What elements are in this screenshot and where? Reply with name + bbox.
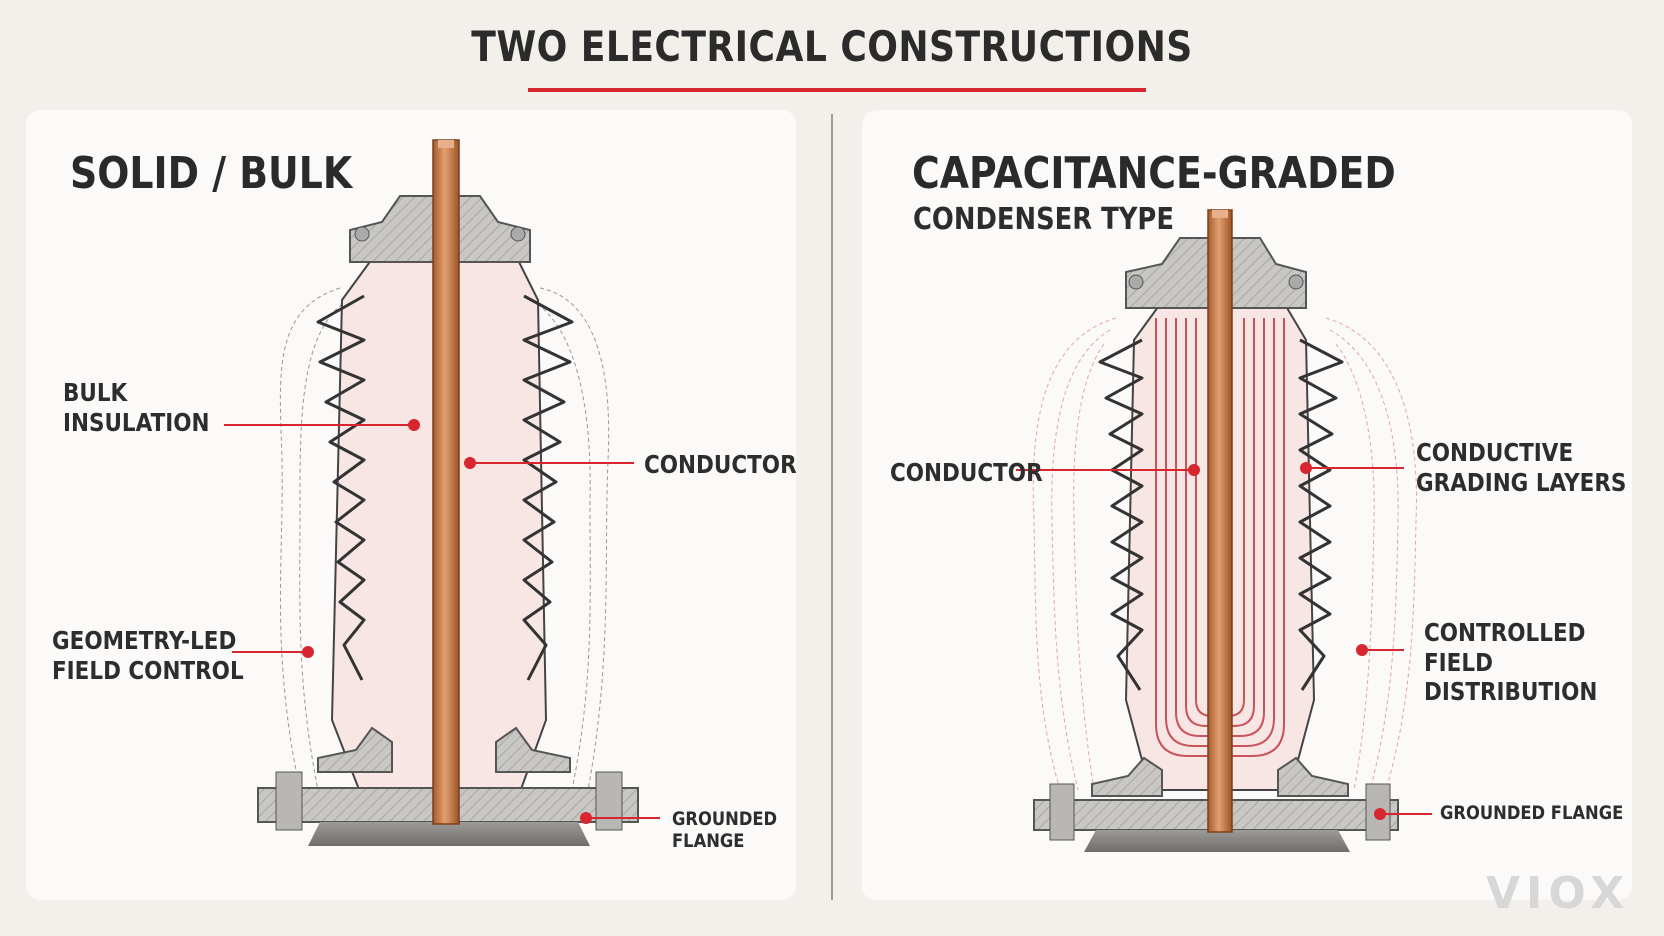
right-sheds <box>1098 338 1344 691</box>
field-lines-left <box>279 287 610 791</box>
right-leader-dots <box>1188 462 1386 820</box>
conductor-label-left: CONDUCTOR <box>644 450 797 479</box>
condenser-type-subheading: CONDENSER TYPE <box>913 202 1174 237</box>
conductor-label-right: CONDUCTOR <box>890 458 1043 487</box>
condenser-bushing <box>1016 209 1432 852</box>
grounded-flange-label-left: GROUNDED FLANGE <box>672 808 778 853</box>
left-sheds <box>316 294 574 681</box>
panel-divider <box>831 114 833 900</box>
bulk-insulation-label: BULK INSULATION <box>63 378 210 437</box>
geometry-field-control-label: GEOMETRY-LED FIELD CONTROL <box>52 626 244 685</box>
grounded-flange-label-right: GROUNDED FLANGE <box>1440 802 1624 824</box>
solid-bulk-bushing <box>224 139 660 846</box>
conductor-left <box>432 139 460 825</box>
field-distribution-label: CONTROLLED FIELD DISTRIBUTION <box>1424 618 1598 706</box>
left-leaders <box>224 424 660 819</box>
capacitance-graded-heading: CAPACITANCE-GRADED <box>912 148 1396 199</box>
solid-bulk-heading: SOLID / BULK <box>70 148 353 199</box>
right-leaders <box>1016 467 1432 815</box>
field-lines-right <box>1032 317 1417 791</box>
title-underline <box>528 88 1146 92</box>
conductor-right <box>1207 209 1233 833</box>
grading-layers-label: CONDUCTIVE GRADING LAYERS <box>1416 438 1627 497</box>
left-leader-dots <box>302 419 592 824</box>
page-title: TWO ELECTRICAL CONSTRUCTIONS <box>471 22 1193 71</box>
brand-watermark: VIOX <box>1486 868 1631 919</box>
